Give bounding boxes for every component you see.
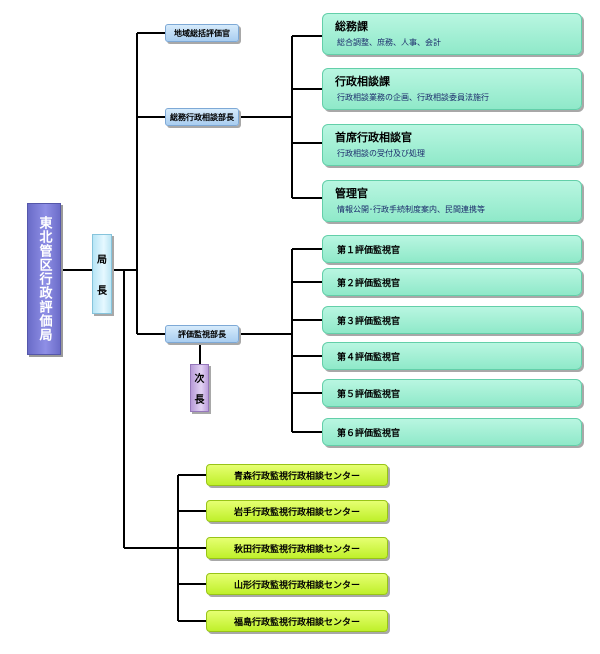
center-aomori: 青森行政監視行政相談センター	[206, 464, 388, 486]
center-iwate: 岩手行政監視行政相談センター	[206, 500, 388, 522]
deputy-director-box: 次 長	[190, 364, 209, 412]
regional-inspector-label: 地域総括評価官	[174, 28, 230, 38]
center-label: 青森行政監視行政相談センター	[233, 471, 360, 482]
evaluator-label: 第１評価監視官	[337, 245, 401, 256]
director-general-box: 局 長	[92, 234, 112, 314]
center-fukushima: 福島行政監視行政相談センター	[206, 610, 388, 632]
center-label: 山形行政監視行政相談センター	[233, 580, 360, 591]
admin-unit-desc: 総合調整、庶務、人事、会計	[337, 38, 441, 47]
admin-counsel-director-label: 総務行政相談部長	[170, 112, 234, 122]
root-bureau-label: 東北管区行政評価局	[36, 216, 52, 342]
deputy-director-char-2: 長	[194, 394, 205, 406]
evaluator-1: 第１評価監視官	[322, 235, 582, 263]
admin-unit-title: 総務課	[335, 20, 368, 33]
admin-unit-title: 管理官	[335, 187, 368, 200]
evaluator-4: 第４評価監視官	[322, 342, 582, 370]
evaluation-director-label: 評価監視部長	[178, 329, 226, 339]
admin-unit-desc: 行政相談業務の企画、行政相談委員法施行	[337, 93, 489, 102]
evaluation-director-box: 評価監視部長	[165, 325, 239, 343]
evaluator-label: 第３評価監視官	[337, 316, 401, 327]
admin-unit-chief-counselor: 首席行政相談官 行政相談の受付及び処理	[322, 124, 582, 166]
evaluator-label: 第４評価監視官	[337, 352, 401, 363]
root-bureau-box: 東北管区行政評価局	[27, 203, 61, 355]
center-yamagata: 山形行政監視行政相談センター	[206, 573, 388, 595]
director-general-char-1: 局	[97, 255, 107, 266]
admin-unit-title: 行政相談課	[335, 75, 390, 88]
evaluator-6: 第６評価監視官	[322, 418, 582, 446]
deputy-director-char-1: 次	[194, 374, 205, 386]
admin-unit-general-affairs: 総務課 総合調整、庶務、人事、会計	[322, 13, 582, 55]
admin-unit-title: 首席行政相談官	[335, 131, 412, 144]
center-label: 岩手行政監視行政相談センター	[233, 507, 360, 518]
admin-unit-counsel-division: 行政相談課 行政相談業務の企画、行政相談委員法施行	[322, 68, 582, 110]
admin-unit-desc: 情報公開･行政手続制度案内、民間連携等	[337, 205, 485, 214]
regional-inspector-box: 地域総括評価官	[165, 24, 239, 42]
evaluator-2: 第２評価監視官	[322, 268, 582, 296]
admin-unit-desc: 行政相談の受付及び処理	[337, 149, 425, 158]
center-label: 秋田行政監視行政相談センター	[233, 544, 360, 555]
evaluator-label: 第２評価監視官	[337, 278, 401, 289]
director-general-char-2: 長	[97, 286, 107, 297]
admin-counsel-director-box: 総務行政相談部長	[165, 108, 239, 126]
evaluator-5: 第５評価監視官	[322, 379, 582, 407]
evaluator-3: 第３評価監視官	[322, 306, 582, 334]
evaluator-label: 第５評価監視官	[337, 389, 401, 400]
center-akita: 秋田行政監視行政相談センター	[206, 537, 388, 559]
center-label: 福島行政監視行政相談センター	[233, 617, 360, 628]
admin-unit-manager: 管理官 情報公開･行政手続制度案内、民間連携等	[322, 180, 582, 222]
evaluator-label: 第６評価監視官	[337, 428, 401, 439]
